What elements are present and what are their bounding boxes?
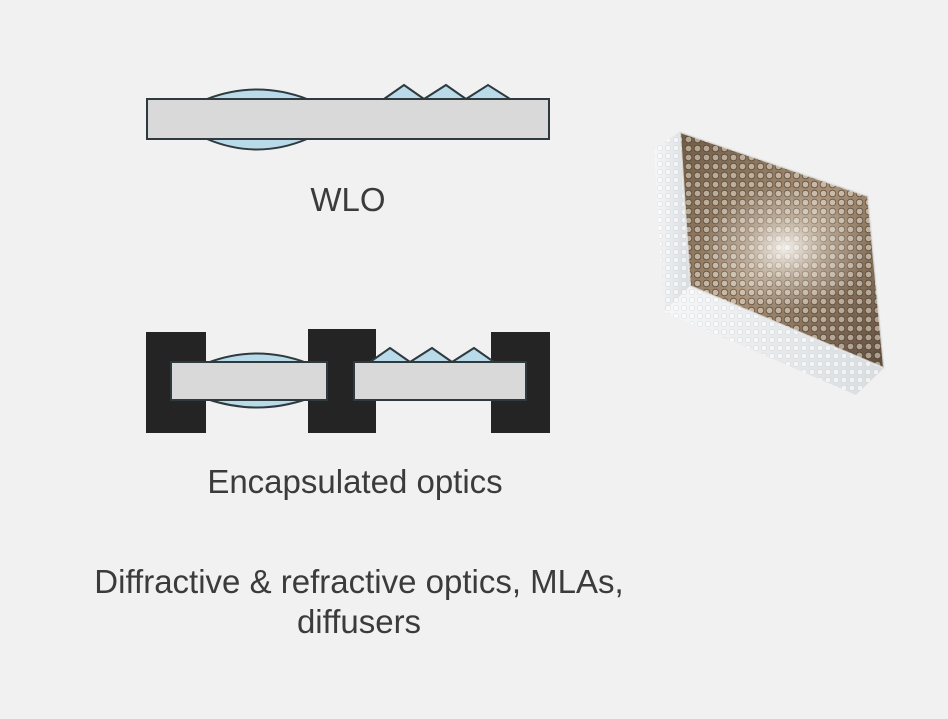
description-label: Diffractive & refractive optics, MLAs, d… xyxy=(20,562,698,641)
wlo-diffractive-prisms xyxy=(380,83,514,101)
microlens-array-cube-photo xyxy=(654,130,886,395)
encapsulated-substrate-right xyxy=(353,361,527,401)
wlo-substrate xyxy=(146,98,550,140)
encapsulated-substrate-left xyxy=(170,361,328,401)
wlo-top-lens xyxy=(206,88,308,100)
encapsulated-optics-label: Encapsulated optics xyxy=(207,463,503,500)
encapsulated-diffractive-prisms xyxy=(366,346,498,364)
description-line-2: diffusers xyxy=(296,602,422,640)
wlo-label: WLO xyxy=(310,181,386,218)
description-line-1: Diffractive & refractive optics, MLAs, xyxy=(94,563,624,600)
wlo-diagram xyxy=(146,83,550,151)
wlo-bottom-lens xyxy=(206,138,308,151)
encapsulated-diagram xyxy=(146,329,550,433)
